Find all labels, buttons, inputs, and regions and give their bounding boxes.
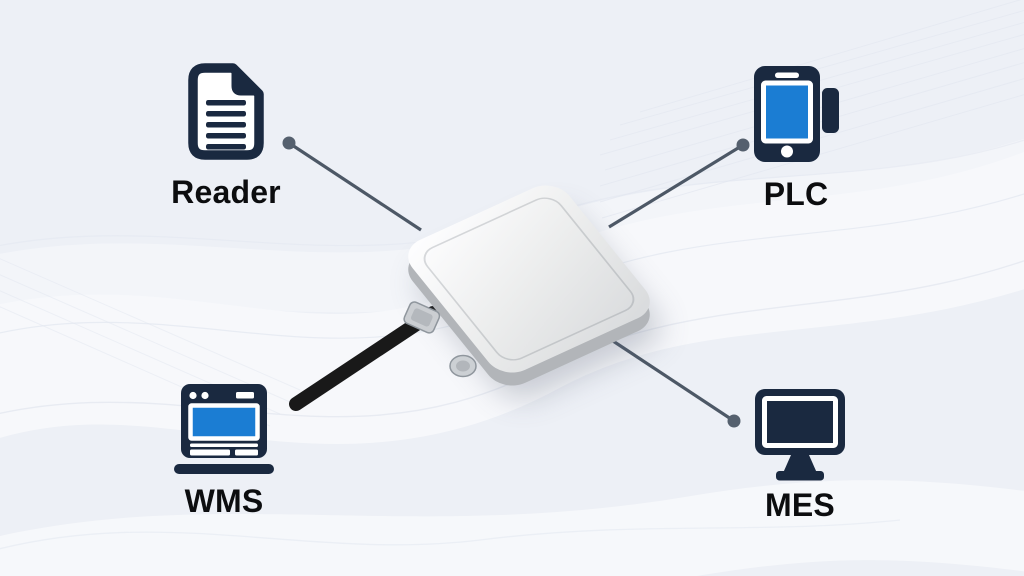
node-wms: WMS [156,382,292,519]
node-label-reader: Reader [171,174,281,210]
connector-line-reader [288,141,422,232]
node-reader: Reader [158,63,294,210]
document-icon [188,63,264,160]
laptop-icon [174,384,274,474]
node-plc: PLC [740,64,852,212]
connector-dot-plc [736,138,750,152]
connector-dot-mes [727,414,741,428]
handheld-terminal-icon [754,66,839,162]
node-mes: MES [744,386,856,523]
connector-line-mes [612,339,735,423]
node-label-plc: PLC [763,176,829,212]
node-label-mes: MES [765,487,835,523]
connector-dot-reader [282,136,296,150]
mounting-screw [449,354,477,378]
node-label-wms: WMS [184,483,264,519]
monitor-icon [755,389,845,481]
cable-connector-nut [403,301,441,334]
connector-line-plc [608,143,744,229]
